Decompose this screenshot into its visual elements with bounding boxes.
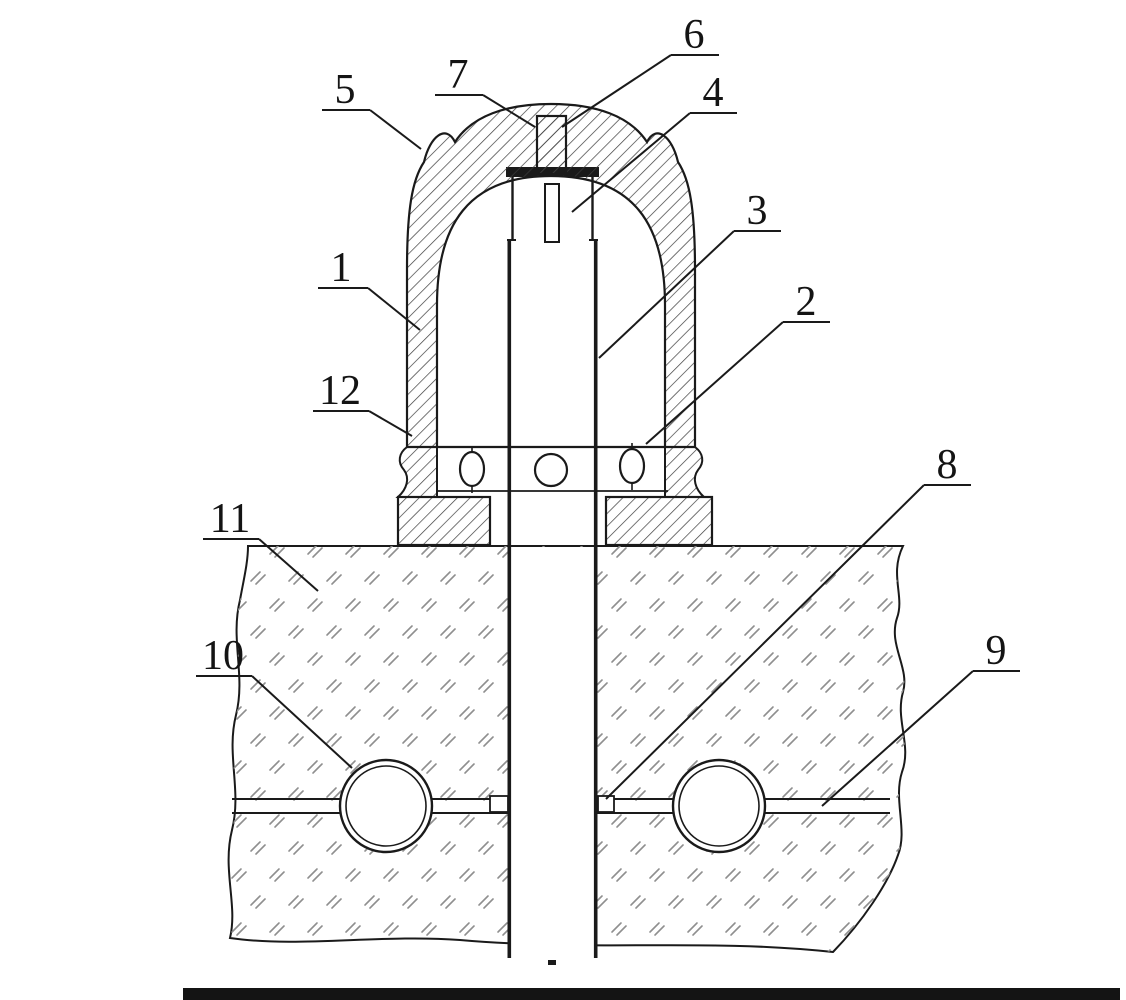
base-block-right [604, 495, 714, 547]
ref-num-5: 5 [335, 67, 356, 113]
leader-12 [313, 410, 413, 437]
leader-7 [435, 94, 536, 128]
left-bore-circle [338, 758, 434, 854]
reference-numbers: 1 2 3 4 5 6 7 8 9 10 11 12 [202, 12, 1007, 679]
ref-num-7: 7 [448, 52, 469, 98]
top-pin [535, 114, 568, 176]
flange-right [664, 446, 707, 498]
ref-num-11: 11 [210, 496, 250, 542]
base-block-left [396, 495, 492, 547]
ref-num-6: 6 [684, 12, 705, 58]
ground-block [227, 545, 907, 954]
leader-4 [571, 112, 737, 213]
bolt-hole-right [618, 443, 646, 490]
ref-num-8: 8 [937, 442, 958, 488]
ref-num-10: 10 [202, 633, 244, 679]
flange-left [395, 446, 438, 498]
bolt-hole-left [458, 446, 486, 493]
domed-cap [395, 102, 714, 547]
inner-slot [544, 183, 560, 243]
ref-num-12: 12 [319, 368, 361, 414]
ref-num-4: 4 [703, 70, 724, 116]
leader-1 [318, 287, 421, 331]
tube-wall-left [507, 240, 512, 958]
ref-num-9: 9 [986, 628, 1007, 674]
ref-num-3: 3 [747, 188, 768, 234]
ref-num-2: 2 [796, 279, 817, 325]
leader-3 [598, 230, 781, 359]
leader-10 [196, 675, 353, 769]
leader-5 [322, 109, 422, 150]
tube-wall-right [593, 240, 598, 958]
leader-6 [561, 54, 719, 128]
page-bottom-border [183, 988, 1120, 1000]
leader-9 [821, 670, 1020, 807]
borehole-step-right [597, 795, 615, 813]
tube-bottom-tick [548, 960, 556, 965]
leader-lines [196, 54, 1020, 807]
right-bore-circle [671, 758, 767, 854]
dome-wall [405, 102, 697, 449]
tube-channel [510, 547, 595, 959]
leader-8 [605, 484, 971, 800]
leader-2 [645, 321, 830, 445]
leader-11 [203, 538, 319, 592]
ref-num-1: 1 [331, 245, 352, 291]
borehole-step-left [489, 795, 509, 813]
bolt-hole-center [533, 452, 569, 488]
